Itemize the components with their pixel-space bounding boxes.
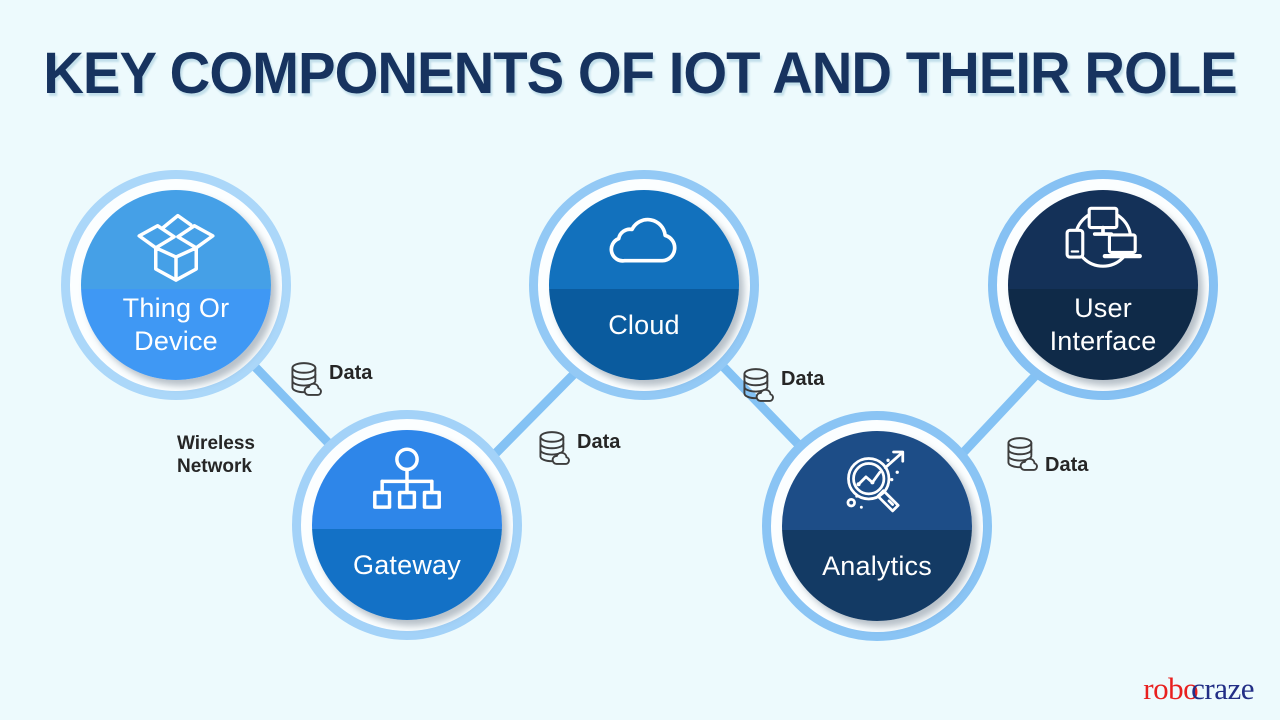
node-label: Gateway [353, 549, 461, 580]
network-hierarchy-icon [373, 447, 441, 510]
node-icon-area [312, 430, 502, 529]
node-icon-area [81, 190, 271, 289]
node-gateway: Gateway [292, 410, 522, 640]
node-label: Analytics [822, 550, 932, 581]
node-circle: User Interface [1008, 190, 1198, 380]
node-label: Cloud [608, 309, 680, 340]
wireless-network-label: Wireless Network [177, 433, 255, 477]
magnifier-chart-icon [846, 451, 905, 513]
database-icon [1007, 437, 1038, 471]
page-title: KEY COMPONENTS OF IOT AND THEIR ROLE [43, 41, 1237, 106]
node-label: User Interface [1049, 293, 1157, 357]
node-label-area: Analytics [782, 529, 972, 621]
node-label-area: Gateway [312, 528, 502, 620]
node-icon-area [782, 431, 972, 530]
data-tag-3: Data [740, 367, 824, 406]
node-circle: Thing Or Device [81, 190, 271, 380]
database-icon [539, 431, 570, 465]
data-tag-1: Data [288, 361, 372, 400]
node-analytics: Analytics [762, 411, 992, 641]
connected-devices-icon [1065, 207, 1142, 269]
database-icon [291, 362, 322, 396]
node-label-area: Thing Or Device [81, 288, 271, 380]
node-thing-or-device: Thing Or Device [61, 170, 291, 400]
node-circle: Cloud [549, 190, 739, 380]
data-label: Data [577, 431, 621, 453]
node-circle: Analytics [782, 431, 972, 621]
logo-part-robo: robo [1143, 671, 1199, 706]
node-label-area: Cloud [549, 288, 739, 380]
node-icon-area [549, 190, 739, 289]
robocraze-logo: robocraze [1143, 671, 1254, 707]
data-tag-4: Data [1004, 436, 1088, 477]
node-cloud: Cloud [529, 170, 759, 400]
cloud-icon [609, 218, 677, 264]
node-circle: Gateway [312, 430, 502, 620]
data-label: Data [1045, 454, 1089, 476]
node-icon-area [1008, 190, 1198, 289]
data-label: Data [781, 368, 825, 390]
node-label: Thing Or Device [122, 293, 230, 357]
node-label-area: User Interface [1008, 288, 1198, 380]
data-tag-2: Data [536, 430, 620, 469]
node-user-interface: User Interface [988, 170, 1218, 400]
logo-part-craze: craze [1191, 671, 1254, 706]
open-box-icon [137, 214, 215, 283]
data-label: Data [329, 362, 373, 384]
database-icon [743, 368, 774, 402]
